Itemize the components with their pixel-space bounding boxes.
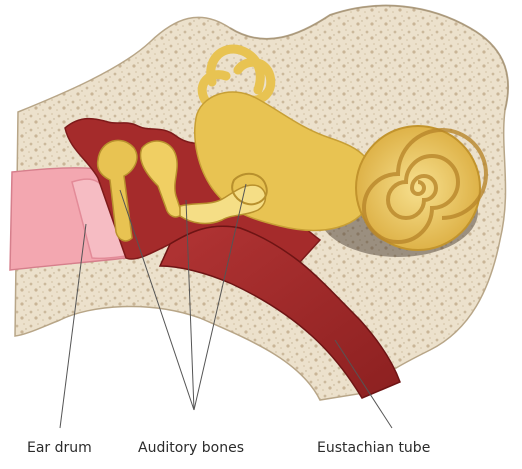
- auditory-bones-label: Auditory bones: [138, 440, 244, 456]
- ear-drum-label: Ear drum: [27, 440, 92, 456]
- eustachian-tube-label: Eustachian tube: [317, 440, 430, 456]
